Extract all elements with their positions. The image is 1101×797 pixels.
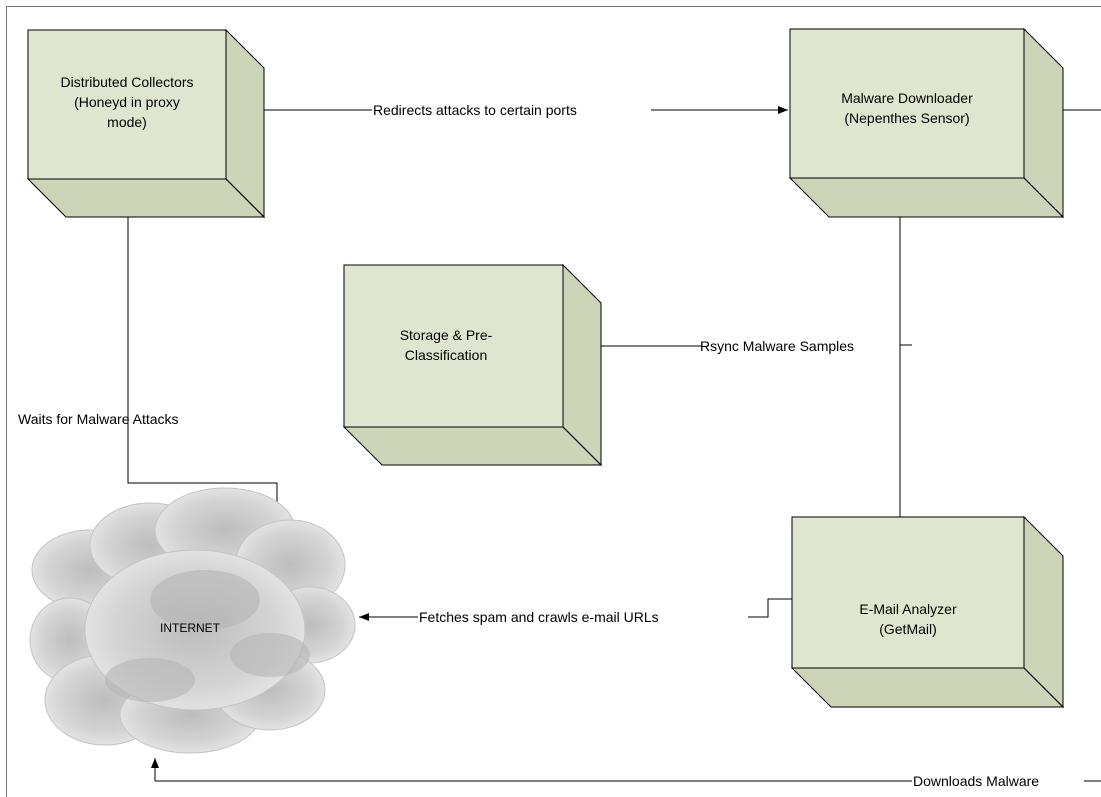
box-front xyxy=(27,29,227,180)
connector-downloads: Downloads Malware xyxy=(151,758,1101,789)
downloader-line-1: Malware Downloader xyxy=(841,90,973,106)
box-front xyxy=(343,264,564,428)
redirect-label: Redirects attacks to certain ports xyxy=(373,102,577,118)
fetches-label: Fetches spam and crawls e-mail URLs xyxy=(419,609,659,625)
waits-label: Waits for Malware Attacks xyxy=(18,411,179,427)
box-distributed-collectors: Distributed Collectors (Honeyd in proxy … xyxy=(26,28,266,219)
internet-cloud: INTERNET xyxy=(29,487,356,754)
connector-waits: Waits for Malware Attacks xyxy=(18,195,278,502)
box-bottom xyxy=(342,426,603,466)
connector-fetches: Fetches spam and crawls e-mail URLs xyxy=(359,598,792,625)
collectors-line-2: (Honeyd in proxy xyxy=(74,94,180,110)
email-line-2: (GetMail) xyxy=(879,621,937,637)
box-bottom xyxy=(26,178,266,218)
storage-line-1: Storage & Pre- xyxy=(400,327,493,343)
box-bottom xyxy=(788,177,1065,218)
storage-line-2: Classification xyxy=(405,347,487,363)
box-email-analyzer: E-Mail Analyzer (GetMail) xyxy=(790,515,1065,709)
connector-rsync: Rsync Malware Samples xyxy=(565,191,912,517)
collectors-line-1: Distributed Collectors xyxy=(60,74,193,90)
box-front xyxy=(791,516,1025,669)
box-bottom xyxy=(790,667,1065,708)
downloads-label: Downloads Malware xyxy=(913,773,1039,789)
email-line-1: E-Mail Analyzer xyxy=(859,601,957,617)
box-malware-downloader: Malware Downloader (Nepenthes Sensor) xyxy=(788,27,1065,219)
diagram-border xyxy=(6,6,1101,797)
connector-redirect: Redirects attacks to certain ports xyxy=(264,102,788,118)
box-storage: Storage & Pre- Classification xyxy=(342,263,603,467)
collectors-line-3: mode) xyxy=(107,114,147,130)
box-front xyxy=(789,28,1025,179)
downloader-line-2: (Nepenthes Sensor) xyxy=(844,110,969,126)
rsync-label: Rsync Malware Samples xyxy=(700,338,854,354)
internet-label: INTERNET xyxy=(160,621,221,635)
